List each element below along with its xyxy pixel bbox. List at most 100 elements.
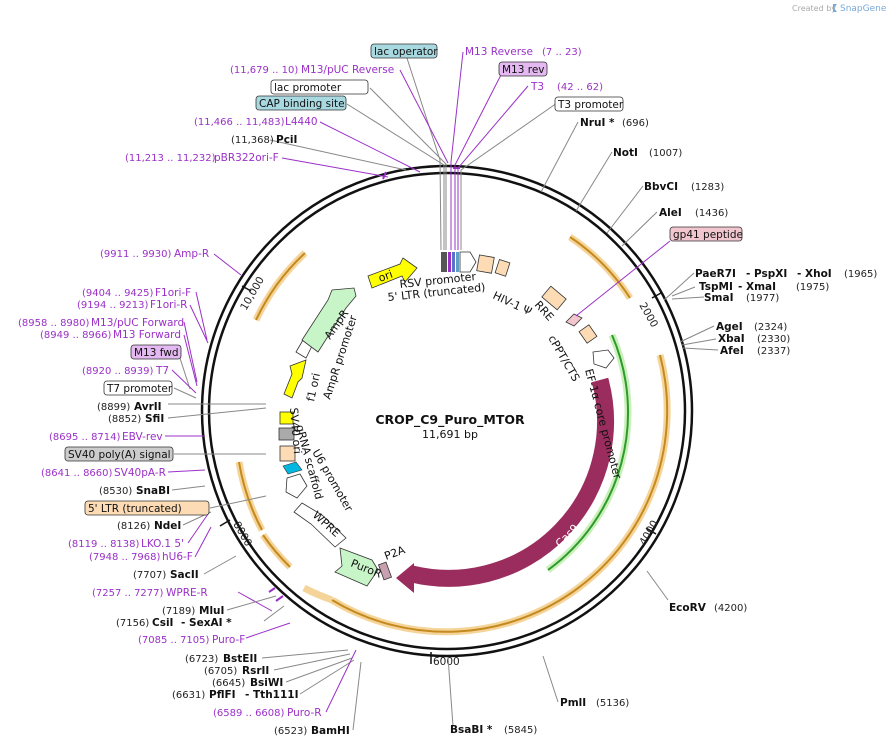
sacii-coord: (7707) (133, 570, 166, 581)
top-labels: lac operator M13 Reverse (7 .. 23) M13 r… (125, 43, 624, 164)
pbr322-coord: (11,213 .. 11,232) (125, 153, 216, 164)
nrui-label: NruI * (580, 117, 615, 129)
sv40-ori-label: SV40 ori (287, 407, 304, 454)
snabi-coord: (8530) (99, 486, 132, 497)
f1-yellow-block (279, 411, 294, 425)
t7-coord: (8920 .. 8939) (82, 366, 154, 377)
bamhi-coord: (6523) (274, 726, 307, 737)
outer-arcs (235, 234, 671, 636)
paer7i-label: PaeR7I (695, 268, 736, 280)
sacii-label: SacII (170, 569, 199, 581)
xhoi-label: - XhoI (797, 268, 832, 280)
left-labels: (9911 .. 9930) Amp-R (9404 .. 9425) F1or… (18, 248, 350, 737)
pcii-coord: (11,368) (231, 135, 274, 146)
wpre-r-label: WPRE-R (166, 587, 208, 599)
sv40pa-r-coord: (8641 .. 8660) (41, 468, 113, 479)
puro-r-label: Puro-R (287, 707, 322, 719)
ori-label: ori (377, 268, 395, 285)
ecorv-coord: (4200) (714, 603, 747, 614)
m13-puc-forward-coord: (8958 .. 8980) (18, 318, 90, 329)
snabi-label: SnaBI (136, 485, 170, 497)
tth111i-label: - Tth111I (245, 689, 299, 701)
sv40-block (279, 445, 296, 462)
xbai-label: XbaI (718, 333, 745, 345)
xbai-coord: (2330) (757, 334, 790, 345)
rre-block (541, 285, 567, 311)
m13-puc-reverse-coord: (11,679 .. 10) (230, 65, 298, 76)
pmli-label: PmlI (560, 697, 586, 709)
ndei-label: NdeI (154, 520, 181, 532)
t3-promoter-label: T3 promoter (557, 99, 624, 111)
pcii-label: PciI (276, 134, 297, 146)
mlui-coord: (7189) (162, 606, 195, 617)
tick-6000: 6000 (433, 656, 460, 668)
m13-puc-forward-label: M13/pUC Forward (91, 317, 184, 329)
hiv-block (476, 254, 495, 274)
m13-rev-label: M13 rev (502, 64, 545, 76)
paer7i-coord: (1965) (844, 269, 877, 280)
lac-promoter-label: lac promoter (274, 82, 342, 94)
rsv-arrow (459, 251, 477, 273)
lko-label: LKO.1 5' (141, 538, 184, 550)
cap-binding-site-label: CAP binding site (259, 98, 345, 110)
lko-coord: (8119 .. 8138) (68, 539, 140, 550)
pbr322-label: pBR322ori-F (214, 152, 279, 164)
xmai-label: - XmaI (738, 281, 776, 293)
ori-arrow (367, 257, 418, 289)
t3-coord: (42 .. 62) (557, 82, 603, 93)
bsabi-label: BsaBI * (450, 724, 493, 736)
afei-coord: (2337) (757, 346, 790, 357)
right-labels: NruI * (696) NotI (1007) BbvCI (1283) Al… (450, 117, 877, 736)
m13-puc-reverse-label: M13/pUC Reverse (301, 64, 394, 76)
l4440-coord: (11,466 .. 11,483) (194, 117, 285, 128)
sexai-label: - SexAI * (181, 617, 232, 629)
rsrii-label: RsrII (242, 665, 269, 677)
ef1a-arrow (592, 349, 615, 369)
f1ori-f-label: F1ori-F (155, 287, 191, 299)
bsabi-coord: (5845) (504, 725, 537, 736)
created-by-text: Created by (792, 4, 836, 13)
bsiwi-label: BsiWI (250, 677, 283, 689)
ltr-truncated-box-label: 5' LTR (truncated) (88, 503, 182, 515)
bbvci-coord: (1283) (691, 182, 724, 193)
snapgene-logo-icon (833, 4, 837, 12)
agei-coord: (2324) (754, 322, 787, 333)
sv40-polya-label: SV40 poly(A) signal (68, 449, 171, 461)
cppt-cts-label: cPPT/CTS (545, 333, 582, 384)
t7-promoter-label: T7 promoter (106, 383, 173, 395)
gp41-mark (565, 313, 583, 327)
plasmid-size: 11,691 bp (422, 428, 478, 441)
ndei-coord: (8126) (117, 521, 150, 532)
gp41-label: gp41 peptide (673, 229, 743, 241)
ecorv-label: EcoRV (669, 602, 707, 614)
ampr-primer-coord: (9911 .. 9930) (100, 249, 172, 260)
csii-label: CsiI (152, 617, 173, 629)
sfii-label: SfiI (145, 413, 164, 425)
avrii-coord: (8899) (97, 402, 130, 413)
hu6-f-coord: (7948 .. 7968) (89, 552, 161, 563)
f1-ori-label: f1 ori (304, 372, 323, 403)
tick-2000: 2000 (636, 301, 660, 330)
ebv-rev-label: EBV-rev (122, 431, 163, 443)
p2a-label: P2A (383, 543, 408, 563)
connector-lines (165, 51, 719, 731)
m13-reverse-label: M13 Reverse (465, 46, 533, 58)
lac-operator-label: lac operator (374, 46, 438, 58)
sv40-ori-block (278, 427, 295, 441)
wpre-r-coord: (7257 .. 7277) (92, 588, 164, 599)
bsteii-coord: (6723) (185, 654, 218, 665)
pflfi-coord: (6631) (172, 690, 205, 701)
ltr-block (441, 252, 447, 272)
puro-r-coord: (6589 .. 6608) (213, 708, 285, 719)
plasmid-name: CROP_C9_Puro_MTOR (375, 412, 525, 428)
ebv-rev-coord: (8695 .. 8714) (49, 432, 121, 443)
sfii-coord: (8852) (108, 414, 141, 425)
pspxi-label: - PspXI (746, 268, 787, 280)
bbvci-label: BbvCI (644, 181, 678, 193)
cppt-block (578, 324, 598, 344)
noti-label: NotI (613, 147, 638, 159)
p2a-block (377, 561, 393, 581)
agei-label: AgeI (716, 321, 743, 333)
bamhi-label: BamHI (311, 725, 350, 737)
nrui-coord: (696) (622, 118, 649, 129)
